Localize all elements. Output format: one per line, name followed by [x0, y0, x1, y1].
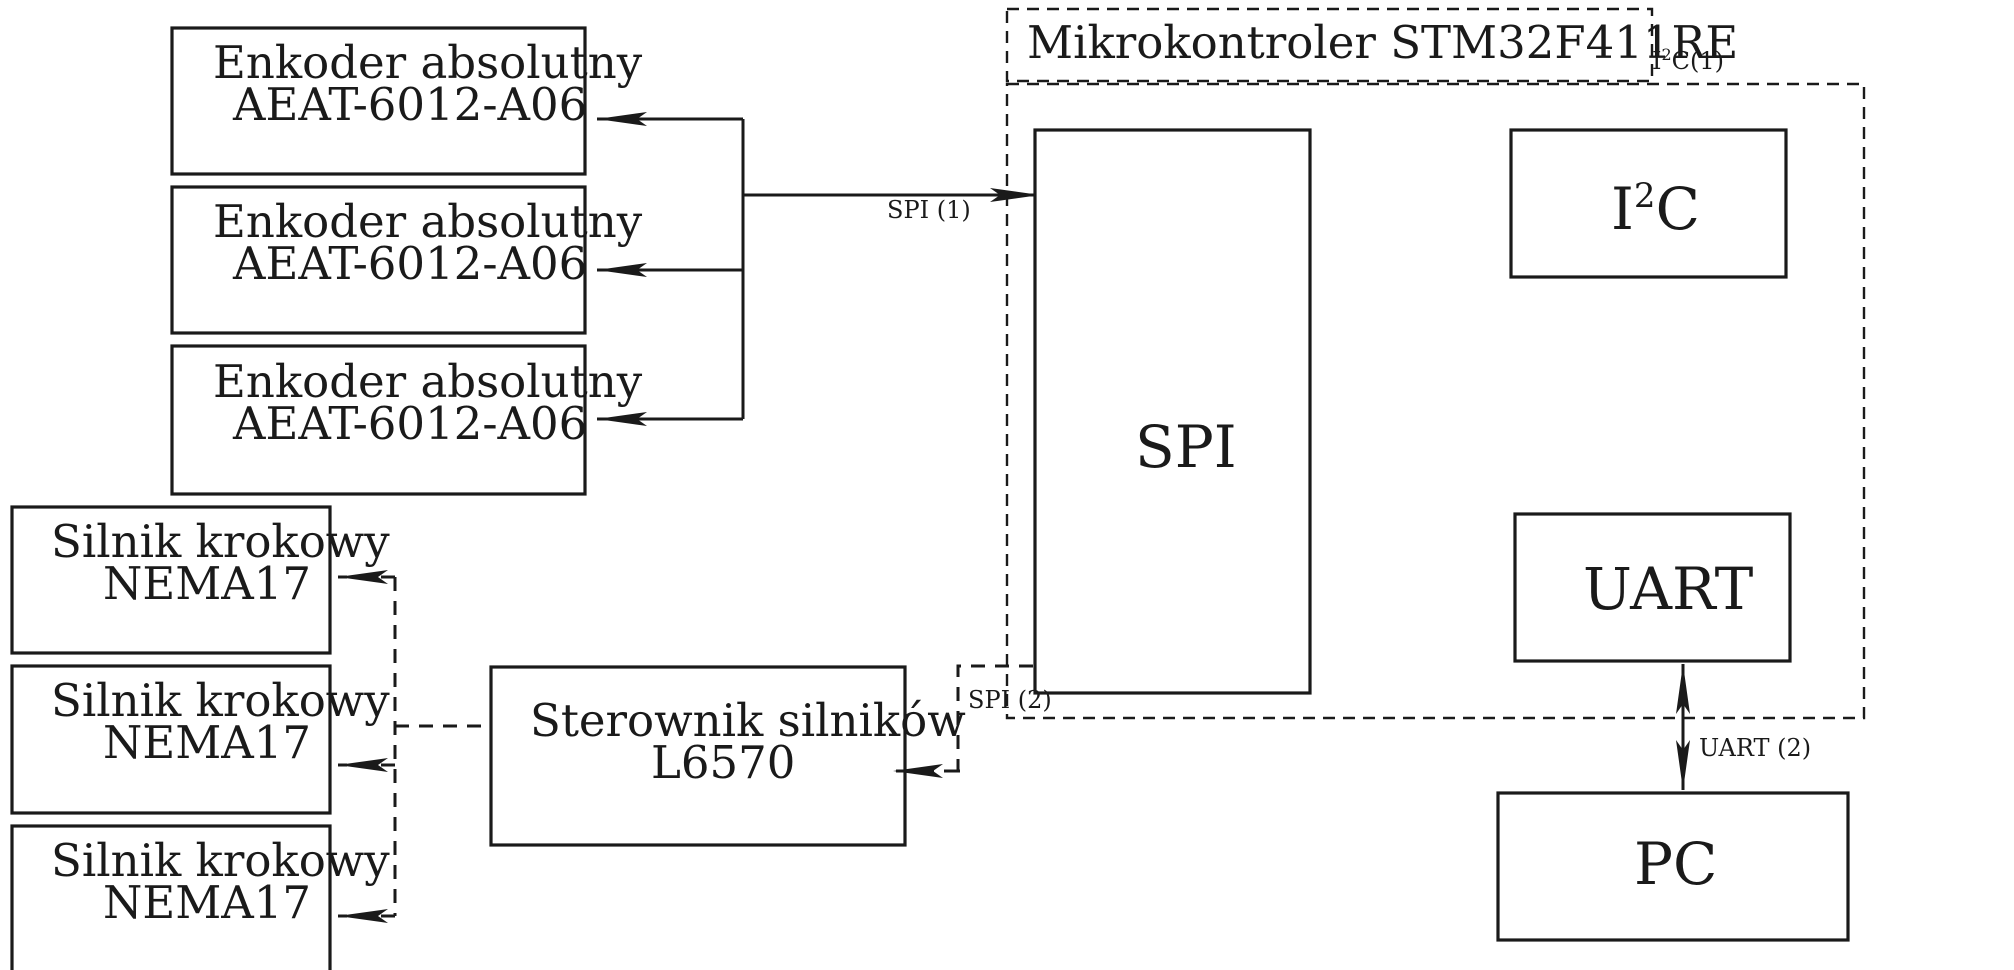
- spi1-bus: [597, 112, 1040, 426]
- spi1-label: SPI (1): [887, 196, 971, 224]
- motor-label-1: Silnik krokowy: [51, 674, 390, 727]
- encoder-box: [170, 26, 587, 176]
- encoder-label-1: Enkoder absolutny: [213, 195, 643, 248]
- microcontroller-title-frame: [1005, 7, 1654, 83]
- driver-label-2: L6570: [651, 736, 795, 789]
- motor-label-2: NEMA17: [103, 557, 311, 610]
- driver-label-1: Sterownik silników: [530, 694, 966, 747]
- encoder-box: [170, 344, 587, 496]
- motor-label-1: Silnik krokowy: [51, 834, 390, 887]
- microcontroller-frame: [1005, 82, 1866, 720]
- microcontroller-title: Mikrokontroler STM32F411RE: [1027, 16, 1738, 69]
- motor-label-2: NEMA17: [103, 716, 311, 769]
- uart-block: [1513, 512, 1792, 663]
- motor-label-2: NEMA17: [103, 876, 311, 929]
- i2c-block: [1509, 128, 1788, 279]
- pc-block-label: PC: [1634, 830, 1717, 898]
- motor-block: Silnik krokowy NEMA17: [10, 505, 390, 655]
- i2c1-label: I2C(1): [1652, 45, 1724, 75]
- spi-block-label: SPI: [1135, 413, 1237, 481]
- encoder-block: Enkoder absolutny AEAT-6012-A06: [170, 344, 643, 496]
- i2c-block-label: I2C: [1611, 175, 1700, 243]
- encoder-label-2: AEAT-6012-A06: [232, 237, 587, 290]
- driver-block: [489, 665, 907, 847]
- uart-block-label: UART: [1583, 555, 1754, 623]
- encoder-label-1: Enkoder absolutny: [213, 355, 643, 408]
- pc-block: [1496, 791, 1850, 942]
- encoder-label-1: Enkoder absolutny: [213, 36, 643, 89]
- spi2-label: SPI (2): [968, 686, 1052, 714]
- encoder-label-2: AEAT-6012-A06: [232, 78, 587, 131]
- encoder-block: Enkoder absolutny AEAT-6012-A06: [170, 26, 643, 176]
- encoder-block: Enkoder absolutny AEAT-6012-A06: [170, 185, 643, 335]
- motor-box: [10, 505, 332, 655]
- spi2-link: [956, 664, 1033, 773]
- motor-block: Silnik krokowy NEMA17: [10, 664, 390, 815]
- motor-label-1: Silnik krokowy: [51, 515, 390, 568]
- uart2-label: UART (2): [1699, 734, 1811, 762]
- encoder-box: [170, 185, 587, 335]
- motor-box: [10, 664, 332, 815]
- motor-block: Silnik krokowy NEMA17: [10, 824, 390, 970]
- motor-box: [10, 824, 332, 970]
- spi-block: [1033, 128, 1312, 695]
- encoder-label-2: AEAT-6012-A06: [232, 397, 587, 450]
- motor-bus: [338, 570, 488, 923]
